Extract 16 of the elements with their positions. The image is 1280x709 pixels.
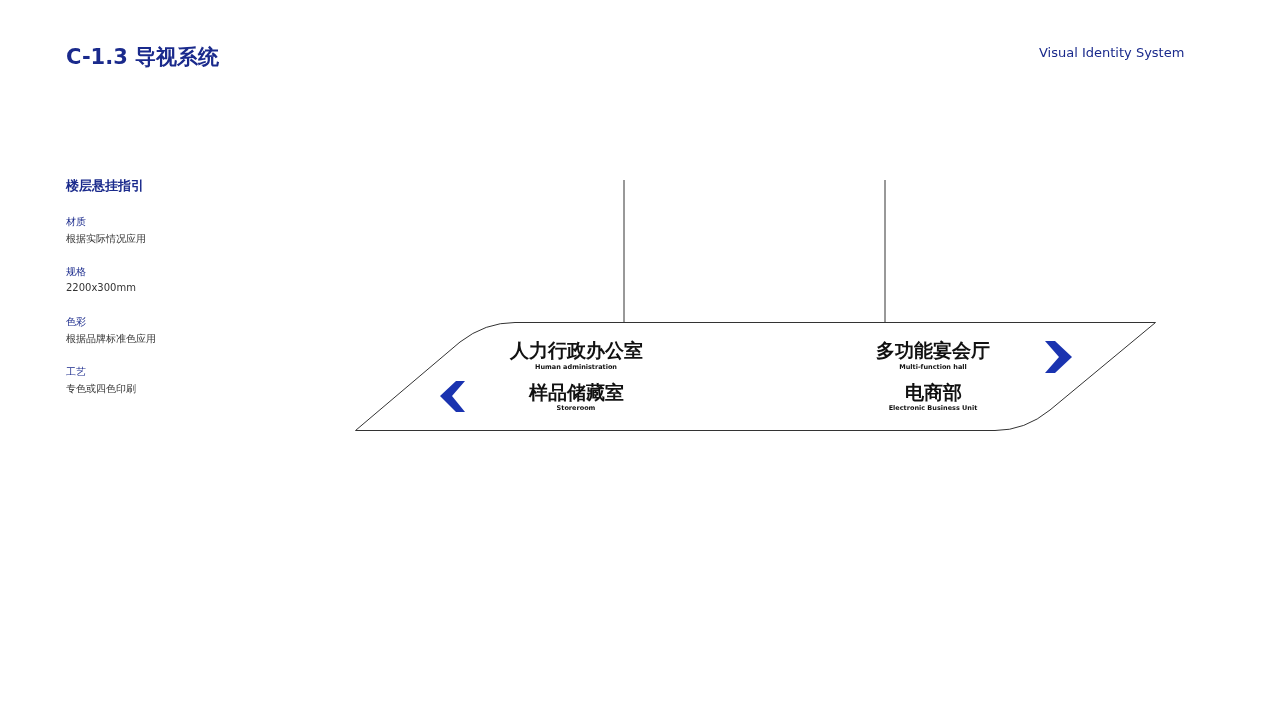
spec-heading: 规格 bbox=[66, 265, 86, 279]
section-heading: 楼层悬挂指引 bbox=[66, 177, 144, 195]
destination-name: 样品储藏室 bbox=[527, 381, 625, 403]
header-text: Visual Identity System bbox=[1039, 45, 1185, 60]
destination-name: 多功能宴会厅 bbox=[875, 339, 991, 361]
spec-heading: 工艺 bbox=[66, 365, 86, 379]
spec-text: 2200x300mm bbox=[66, 282, 136, 293]
spec-text: 根据实际情况应用 bbox=[66, 232, 146, 246]
spec-heading: 材质 bbox=[66, 215, 86, 229]
spec-text: 专色或四色印刷 bbox=[66, 382, 136, 396]
spec-heading: 色彩 bbox=[66, 315, 86, 329]
page-title: C-1.3 导视系统 bbox=[66, 44, 220, 71]
hanging-sign bbox=[355, 322, 1156, 431]
destination-name: 人力行政办公室 bbox=[508, 339, 644, 361]
spec-text: 根据品牌标准色应用 bbox=[66, 332, 156, 346]
destination-name: 电商部 bbox=[903, 381, 963, 403]
